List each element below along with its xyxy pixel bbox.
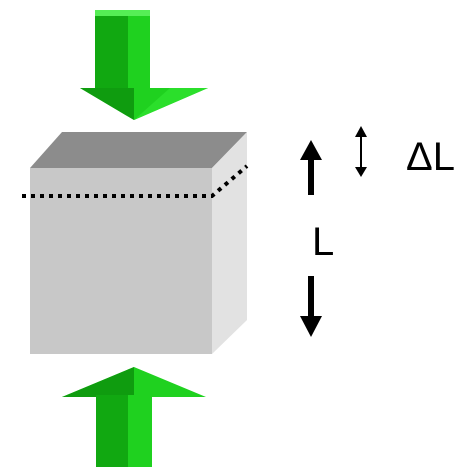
delta-length-label: ΔL [406,135,455,179]
length-down-arrow [300,276,322,337]
cube-front-face [30,168,212,354]
cube [30,132,247,354]
top-compression-arrow [80,10,208,120]
delta-length-arrow [355,126,367,177]
cube-side-face [212,132,247,354]
length-up-arrow [300,140,322,195]
dotted-compression-line [22,164,249,198]
bottom-compression-arrow [62,367,206,467]
length-label: L [312,220,334,264]
cube-top-face [30,132,247,168]
